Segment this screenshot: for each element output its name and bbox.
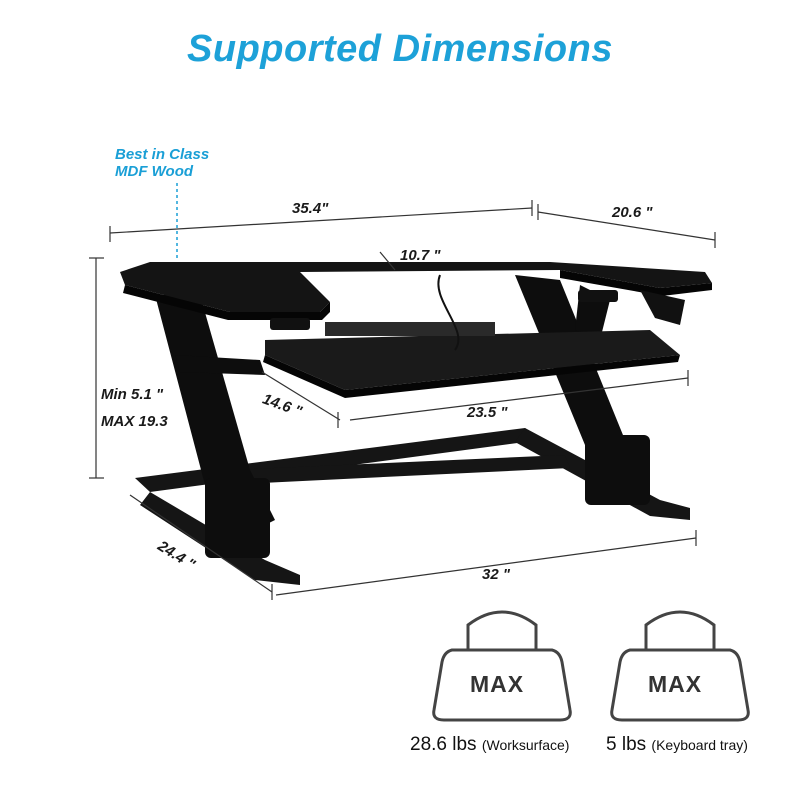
dim-cutout-depth: 10.7 " (400, 247, 441, 264)
dim-base-width: 32 " (482, 566, 510, 583)
weight-keyboard-tray: 5 lbs (Keyboard tray) (606, 734, 748, 756)
cable (437, 274, 460, 351)
weight-icon (610, 610, 750, 722)
material-callout: Best in Class MDF Wood (115, 146, 209, 180)
weight-value: 5 lbs (606, 734, 647, 755)
weight-value: 28.6 lbs (410, 734, 477, 755)
weight-badge: MAX (647, 671, 703, 697)
adjustment-handles (270, 290, 685, 330)
weight-worksurface: 28.6 lbs (Worksurface) (410, 734, 569, 756)
callout-line2: MDF Wood (115, 163, 194, 180)
dim-min-height: Min 5.1 " (101, 386, 164, 403)
weight-badge: MAX (469, 671, 525, 697)
keyboard-tray (263, 322, 680, 398)
left-leg (155, 295, 275, 558)
weight-note: (Keyboard tray) (651, 737, 748, 753)
callout-line1: Best in Class (115, 146, 210, 163)
dim-top-width: 35.4" (292, 200, 329, 217)
weight-note: (Worksurface) (481, 737, 570, 753)
dim-top-depth: 20.6 " (612, 204, 653, 221)
dim-tray-width: 23.5 " (467, 404, 508, 421)
page-title: Supported Dimensions (187, 28, 613, 70)
dimension-lines (89, 200, 716, 600)
weight-icon (432, 610, 572, 722)
worksurface (120, 262, 712, 320)
dim-max-height: MAX 19.3 (101, 413, 168, 430)
